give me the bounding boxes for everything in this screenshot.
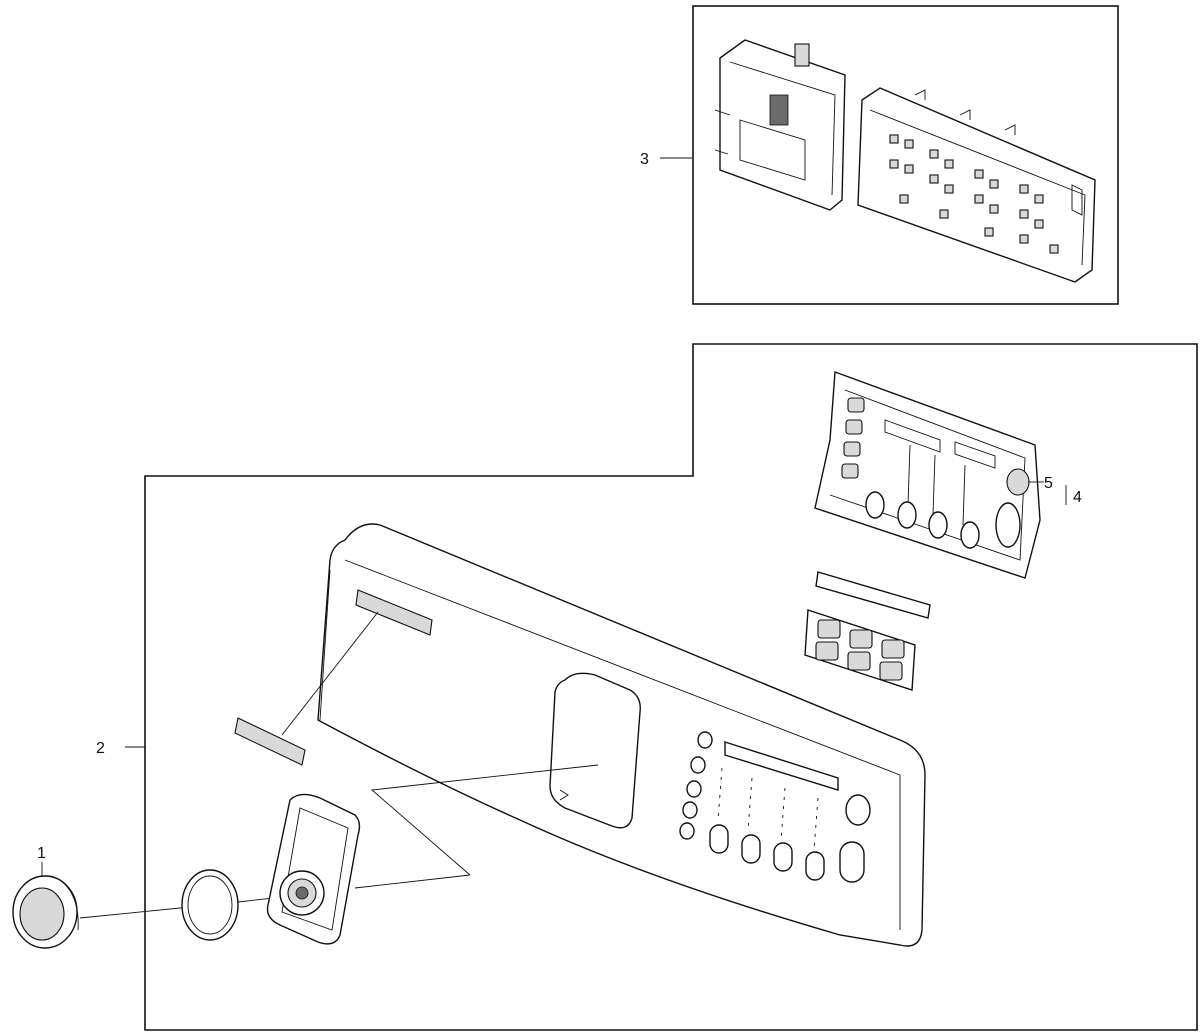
button-holder-frame (814, 371, 1041, 579)
knob-ring-inner (187, 875, 233, 935)
display-lens (815, 571, 931, 619)
encoder-bezel (266, 793, 361, 945)
power-button (1006, 468, 1030, 496)
knob-ring (181, 869, 239, 941)
callout-1[interactable]: 1 (37, 845, 46, 862)
group-box-3 (692, 5, 1119, 305)
knob (12, 875, 79, 949)
callout-5[interactable]: 5 (1044, 475, 1053, 492)
pcb-housing-left (714, 39, 846, 211)
leader-bezel (354, 874, 471, 889)
keypad-grid (804, 609, 916, 691)
callout-4[interactable]: 4 (1073, 489, 1082, 506)
leader-panel (370, 764, 599, 876)
group-box-2 (144, 343, 1198, 1031)
control-panel (317, 523, 926, 947)
label-strip (234, 717, 306, 766)
leader-label-strip (281, 611, 379, 736)
callout-2[interactable]: 2 (96, 740, 105, 757)
callout-3[interactable]: 3 (640, 151, 649, 168)
pcb-housing-right (857, 87, 1096, 283)
